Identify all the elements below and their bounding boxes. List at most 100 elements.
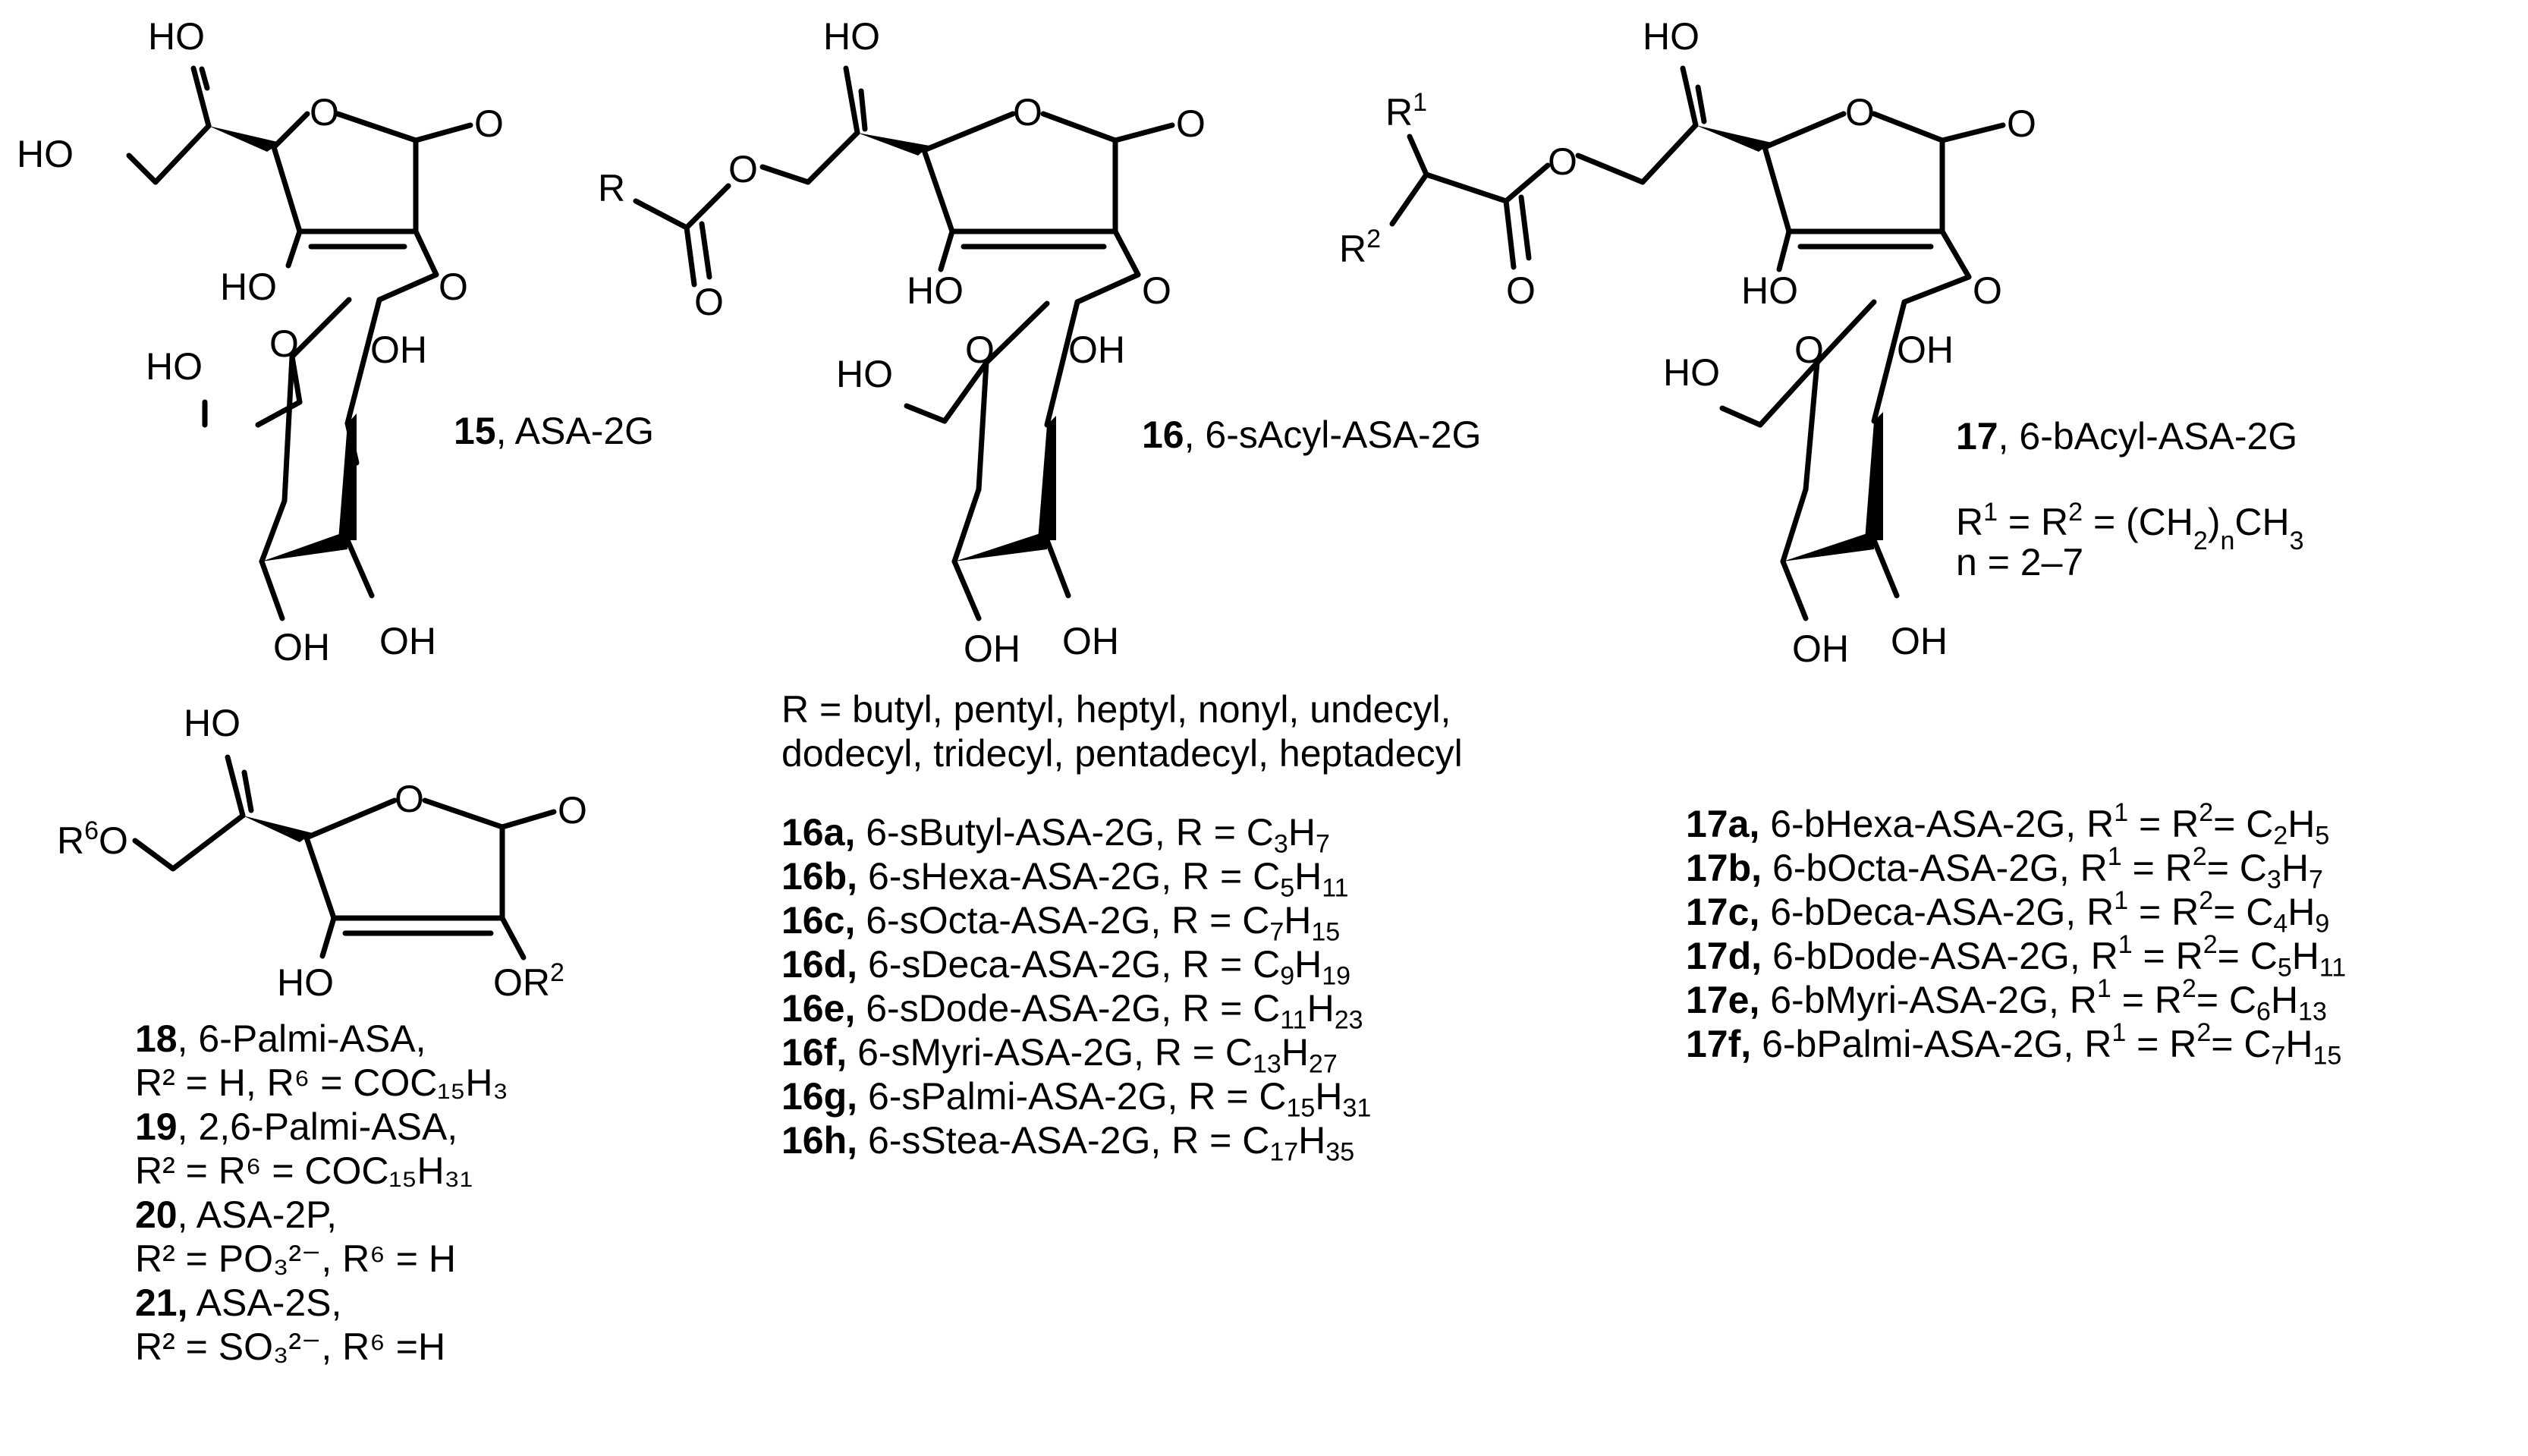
acyl-oxygen-label: O: [694, 281, 724, 323]
sugar-ring-oxygen-label: O: [965, 329, 995, 371]
ester-oxygen-label: O: [1548, 140, 1577, 183]
compound-number: 16f: [781, 1031, 837, 1074]
r2-label: R2: [1339, 225, 1381, 270]
carbonyl-oxygen-label: O: [474, 102, 504, 145]
hydroxyl-label: HO: [146, 345, 203, 388]
list-item: R² = R⁶ = COC₁₅H₃₁: [135, 1149, 473, 1192]
glycosidic-oxygen-label: O: [1142, 269, 1171, 312]
hydroxyl-label: OH: [1891, 620, 1948, 662]
structure-16: R O O HO O O HO O O OH HO OH OH 16, 6-sA…: [598, 15, 1481, 670]
list-item: 16b, 6-sHexa-ASA-2G, R = C5H11: [781, 855, 1349, 903]
sugar-ring-oxygen-label: O: [269, 322, 299, 365]
glycosidic-oxygen-label: O: [1973, 269, 2002, 312]
hydroxyl-label: HO: [17, 133, 74, 175]
carbonyl-oxygen-label: O: [558, 789, 587, 832]
r1-label: R1: [1385, 88, 1427, 134]
compound-number: 20: [135, 1193, 178, 1236]
hydroxyl-label: OH: [1897, 329, 1954, 371]
r-values-line: dodecyl, tridecyl, pentadecyl, heptadecy…: [781, 732, 1463, 775]
acyl-oxygen-label: O: [1506, 269, 1536, 312]
ester-oxygen-label: O: [728, 148, 758, 190]
compound-caption-15: 15, ASA-2G: [454, 410, 654, 452]
carbonyl-oxygen-label: O: [2007, 102, 2036, 145]
r-values-note: R = butyl, pentyl, heptyl, nonyl, undecy…: [781, 687, 1463, 775]
compound-number: 16b: [781, 855, 847, 898]
r-values-line: R = butyl, pentyl, heptyl, nonyl, undecy…: [781, 688, 1451, 731]
list-item: 17e, 6-bMyri-ASA-2G, R1 = R2= C6H13: [1686, 974, 2327, 1027]
list-item: 20, ASA-2P,: [135, 1193, 337, 1236]
hydroxyl-label: HO: [184, 702, 241, 744]
ring-oxygen-label: O: [310, 91, 339, 134]
compound-number: 16c: [781, 899, 845, 942]
list-item: 16c, 6-sOcta-ASA-2G, R = C7H15: [781, 899, 1341, 947]
r-group-label: R: [598, 167, 625, 209]
compound-number: 17d: [1686, 935, 1752, 978]
hydroxyl-label: OH: [379, 620, 436, 662]
list-item: 16g, 6-sPalmi-ASA-2G, R = C15H31: [781, 1075, 1372, 1123]
list-item: 17d, 6-bDode-ASA-2G, R1 = R2= C5H11: [1686, 930, 2347, 983]
enol-hydroxyl-label: HO: [1741, 269, 1798, 312]
n-range: n = 2–7: [1956, 541, 2083, 583]
ring-oxygen-label: O: [1845, 91, 1875, 134]
compound-number: 16a: [781, 811, 845, 854]
list-item: R² = PO₃²⁻, R⁶ = H: [135, 1237, 456, 1280]
hydroxyl-label: HO: [1643, 15, 1699, 58]
list-item: 17c, 6-bDeca-ASA-2G, R1 = R2= C4H9: [1686, 886, 2330, 939]
compound-number: 16e: [781, 987, 845, 1030]
list-item: 17f, 6-bPalmi-ASA-2G, R1 = R2= C7H15: [1686, 1018, 2342, 1071]
compound-number: 17c: [1686, 891, 1750, 934]
structure-15: HO HO O O HO O O OH HO OH OH 15, ASA-2G: [17, 15, 654, 668]
compound-number: 17e: [1686, 979, 1750, 1022]
compound-number: 21: [135, 1281, 178, 1324]
structure-17: R1 R2 O O HO O O HO O O OH HO OH OH 17, …: [1339, 15, 2304, 670]
compound-caption-16: 16, 6-sAcyl-ASA-2G: [1142, 414, 1481, 456]
list-item: 16f, 6-sMyri-ASA-2G, R = C13H27: [781, 1031, 1338, 1079]
list-item: 16h, 6-sStea-ASA-2G, R = C17H35: [781, 1119, 1355, 1167]
hydroxyl-label: HO: [1663, 351, 1720, 394]
list-item: 18, 6-Palmi-ASA,: [135, 1017, 426, 1060]
list-item: 17a, 6-bHexa-ASA-2G, R1 = R2= C2H5: [1686, 798, 2330, 851]
compound-caption-17: 17, 6-bAcyl-ASA-2G: [1956, 415, 2297, 458]
hydroxyl-label: OH: [273, 626, 330, 668]
compound-number: 19: [135, 1105, 178, 1148]
list-item: 17b, 6-bOcta-ASA-2G, R1 = R2= C3H7: [1686, 842, 2323, 895]
enol-hydroxyl-label: HO: [277, 961, 334, 1004]
ring-oxygen-label: O: [395, 778, 424, 820]
or2-label: OR2: [493, 958, 564, 1004]
list-item: R² = H, R⁶ = COC₁₅H₃: [135, 1061, 508, 1104]
ring-oxygen-label: O: [1013, 91, 1042, 134]
derivative-list-17: 17a, 6-bHexa-ASA-2G, R1 = R2= C2H5 17b, …: [1686, 791, 2347, 1071]
list-item: 16a, 6-sButyl-ASA-2G, R = C3H7: [781, 811, 1330, 859]
compound-number: 17b: [1686, 847, 1752, 890]
hydroxyl-label: HO: [823, 15, 880, 58]
list-item: 19, 2,6-Palmi-ASA,: [135, 1105, 458, 1148]
enol-hydroxyl-label: HO: [907, 269, 964, 312]
compound-number: 17a: [1686, 803, 1750, 846]
hydroxyl-label: OH: [1062, 620, 1119, 662]
derivative-list-16: 16a, 6-sButyl-ASA-2G, R = C3H7 16b, 6-sH…: [781, 810, 1372, 1167]
hydroxyl-label: HO: [148, 15, 205, 58]
sugar-ring-oxygen-label: O: [1794, 329, 1824, 371]
hydroxyl-label: OH: [370, 329, 427, 371]
compound-number: 16h: [781, 1119, 847, 1162]
compound-number: 17f: [1686, 1023, 1741, 1066]
list-item: 21, ASA-2S,: [135, 1281, 342, 1324]
carbonyl-oxygen-label: O: [1176, 102, 1206, 145]
list-item: 16e, 6-sDode-ASA-2G, R = C11H23: [781, 987, 1363, 1035]
hydroxyl-label: OH: [1068, 329, 1125, 371]
glycosidic-oxygen-label: O: [439, 266, 468, 308]
compound-number: 16g: [781, 1075, 847, 1118]
list-item: R² = SO₃²⁻, R⁶ =H: [135, 1325, 446, 1368]
r-formula: R1 = R2 = (CH2)nCH3: [1956, 498, 2304, 555]
enol-hydroxyl-label: HO: [220, 266, 277, 308]
derivative-list-18-21: 18, 6-Palmi-ASA, R² = H, R⁶ = COC₁₅H₃ 19…: [135, 1017, 508, 1369]
hydroxyl-label: HO: [836, 353, 893, 395]
compound-number: 18: [135, 1017, 178, 1060]
list-item: 16d, 6-sDeca-ASA-2G, R = C9H19: [781, 943, 1351, 991]
compound-number: 16d: [781, 943, 847, 986]
r6-oxygen-label: R6O: [57, 816, 128, 862]
hydroxyl-label: OH: [1792, 627, 1849, 670]
structure-18-21: R6O HO O O HO OR2: [57, 702, 587, 1004]
hydroxyl-label: OH: [964, 627, 1020, 670]
